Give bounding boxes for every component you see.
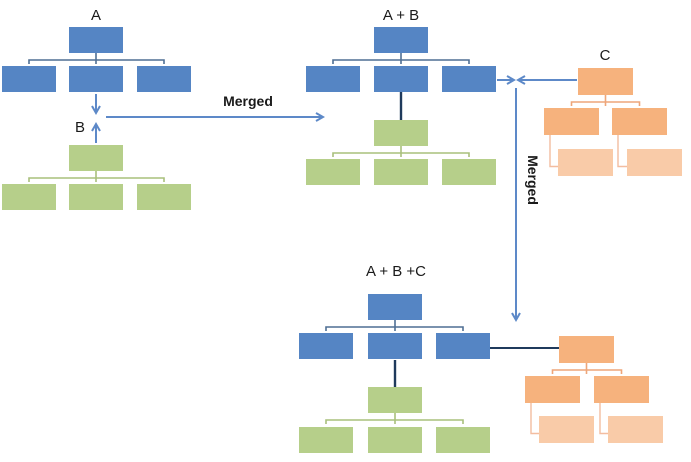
tree-ab-blue-connector [332,53,470,64]
tree-b-child-box-1 [2,184,56,210]
tree-abc-blue-child-box-3 [436,333,490,359]
label-b: B [75,119,85,136]
tree-ab-blue-root-box [374,27,428,53]
tree-abc-green-root-box [368,387,422,413]
tree-ab-blue-child-box-1 [306,66,360,92]
tree-abc-blue-child-box-1 [299,333,353,359]
tree-c-root-box [578,68,633,95]
tree-ab-blue-child-box-3 [442,66,496,92]
label-abc: A + B +C [366,263,426,280]
tree-a-root-box [69,27,123,53]
tree-abc-orange-grandchild-connector-1 [530,403,539,435]
tree-c-grandchild-connector-1 [549,135,558,168]
tree-abc-green-connector [325,413,464,424]
tree-abc-orange-child-box-2 [594,376,649,403]
tree-a-child-box-3 [137,66,191,92]
tree-ab-green-child-box-1 [306,159,360,185]
tree-abc-green-child-box-2 [368,427,422,453]
tree-a-child-box-2 [69,66,123,92]
tree-abc-blue-connector [325,320,464,331]
tree-c-connector [570,95,641,106]
tree-abc-orange-grandchild-connector-2 [599,403,608,435]
tree-b-root-box [69,145,123,171]
tree-c-grandchild-box-2 [627,149,682,176]
tree-b-child-box-3 [137,184,191,210]
tree-ab-green-connector [332,146,470,157]
tree-abc-orange-connector [551,363,623,374]
tree-c-child-box-1 [544,108,599,135]
tree-abc-green-child-box-1 [299,427,353,453]
tree-a-connector [28,53,165,64]
tree-c-grandchild-connector-2 [617,135,627,168]
tree-abc-orange-root-box [559,336,614,363]
tree-c-grandchild-box-1 [558,149,613,176]
tree-a-child-box-1 [2,66,56,92]
tree-b-child-box-2 [69,184,123,210]
tree-ab-green-child-box-2 [374,159,428,185]
tree-b-connector [28,171,165,182]
arrows [96,80,577,320]
tree-ab-green-root-box [374,120,428,146]
label-merged-horizontal: Merged [223,93,273,109]
tree-c-child-box-2 [612,108,667,135]
tree-abc-orange-grandchild-box-1 [539,416,594,443]
tree-abc-blue-child-box-2 [368,333,422,359]
tree-ab-blue-child-box-2 [374,66,428,92]
tree-abc-orange-grandchild-box-2 [608,416,663,443]
tree-abc-green-child-box-3 [436,427,490,453]
label-ab: A + B [383,7,419,24]
tree-ab-green-child-box-3 [442,159,496,185]
tree-abc-orange-child-box-1 [525,376,580,403]
label-c: C [600,47,611,64]
label-a: A [91,7,101,24]
label-merged-vertical: Merged [525,155,541,205]
tree-abc-blue-root-box [368,294,422,320]
